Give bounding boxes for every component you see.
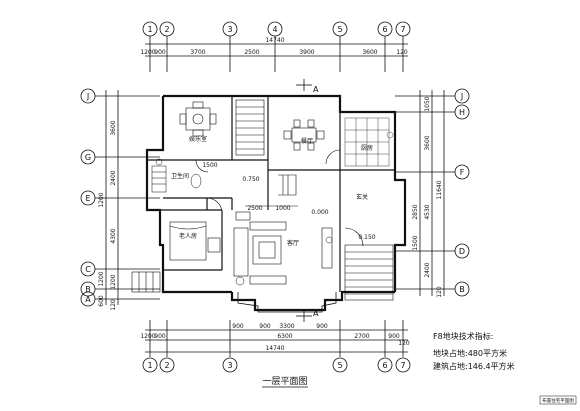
dim-top: 3600	[362, 49, 377, 56]
inner-dim: 1500	[202, 162, 217, 169]
dim-bottom: 2700	[354, 333, 369, 340]
axis-label-bottom: 3	[227, 361, 232, 370]
axis-bubble-bottom	[222, 357, 238, 373]
axis-label-top: 4	[272, 25, 277, 34]
kitchen-tile	[344, 117, 394, 167]
dim-right: 11640	[436, 180, 443, 199]
axis-label-left: J	[86, 92, 89, 101]
room-label-living: 客厅	[287, 239, 299, 247]
living-sofa-set	[233, 211, 333, 285]
dim-right: 2400	[424, 262, 431, 277]
inner-dim: 0.750	[242, 176, 259, 183]
dim-bottom: 900	[259, 323, 271, 330]
dim-right: 3600	[424, 135, 431, 150]
section-mark-bottom: A	[313, 309, 319, 318]
stamp-text: 布置住宅平面图	[542, 397, 574, 404]
axis-label-bottom: 7	[400, 361, 405, 370]
room-label-kitchen: 厨房	[361, 144, 373, 152]
axis-label-left: E	[85, 194, 90, 203]
axis-label-right: J	[460, 92, 463, 101]
axis-label-top: 2	[164, 25, 169, 34]
dim-left: 600	[98, 295, 105, 307]
axis-label-left: C	[85, 265, 91, 274]
stairs-entry	[344, 244, 394, 301]
stamp-box	[539, 395, 577, 405]
inner-dim: 0.150	[358, 234, 375, 241]
axis-label-right: D	[459, 247, 465, 256]
axis-bubble-bottom	[395, 357, 411, 373]
dim-left: 3600	[110, 120, 117, 135]
dim-top: 2500	[244, 49, 259, 56]
axis-bubble-bottom	[142, 357, 158, 373]
section-mark-top: A	[313, 85, 319, 94]
axis-label-right: B	[459, 285, 465, 294]
dim-right: 4530	[424, 204, 431, 219]
dim-bottom: 6300	[277, 333, 292, 340]
dim-top: 1200	[140, 49, 155, 56]
axis-label-bottom: 1	[147, 361, 152, 370]
dim-bottom: 3300	[279, 323, 294, 330]
dim-right: 120	[436, 286, 443, 298]
dim-left: 1200	[110, 274, 117, 289]
exterior-walls	[145, 94, 407, 312]
dim-left: 1200	[98, 271, 105, 286]
room-label-study: 娱乐室	[189, 135, 207, 143]
dim-left: 1200	[98, 192, 105, 207]
axis-bubble-bottom	[159, 357, 175, 373]
dim-top: 120	[396, 49, 408, 56]
axis-label-left: G	[85, 153, 91, 162]
room-label-foyer: 玄关	[356, 193, 368, 201]
dim-bottom: 900	[232, 323, 244, 330]
axis-label-top: 7	[400, 25, 405, 34]
dim-bottom: 900	[316, 323, 328, 330]
specs-build-area: 建筑占地:146.4平方米	[433, 361, 515, 371]
inner-dim: 1000	[275, 205, 290, 212]
dim-top: 900	[154, 49, 166, 56]
axis-label-right: H	[459, 108, 465, 117]
interior-walls	[147, 96, 395, 292]
dim-right: 2850	[412, 204, 419, 219]
axis-label-right: F	[460, 168, 465, 177]
dim-total-top: 14740	[265, 37, 284, 44]
dim-total-bottom: 14740	[265, 345, 284, 352]
axis-label-top: 1	[147, 25, 152, 34]
dining-table	[283, 119, 325, 151]
axis-bubble-bottom	[332, 357, 348, 373]
elder-room-bed	[169, 221, 221, 261]
dim-left: 4300	[110, 228, 117, 243]
drawing-title: 一层平面图	[262, 376, 307, 387]
axis-label-left: B	[85, 285, 91, 294]
study-table	[179, 101, 217, 137]
axis-label-top: 5	[337, 25, 342, 34]
stairs-side	[131, 271, 161, 293]
door-swings	[195, 149, 364, 247]
dim-right: 1050	[424, 96, 431, 111]
stairs-upper	[235, 99, 265, 156]
axis-label-bottom: 5	[337, 361, 342, 370]
axis-label-left: A	[85, 295, 91, 304]
dim-bottom: 120	[398, 340, 410, 347]
axis-label-bottom: 2	[164, 361, 169, 370]
dim-top: 3900	[299, 49, 314, 56]
dim-left: 120	[110, 299, 117, 311]
room-label-elder: 老人房	[179, 232, 197, 240]
specs-title: F8地块技术指标:	[433, 331, 493, 341]
specs-site-area: 地块占地:480平方米	[433, 348, 507, 358]
dim-left: 2400	[110, 170, 117, 185]
room-label-dining: 餐厅	[301, 137, 313, 145]
dim-bottom: 900	[154, 333, 166, 340]
inner-dim: 0.000	[311, 209, 328, 216]
dim-bottom: 1200	[140, 333, 155, 340]
dim-bottom: 900	[388, 333, 400, 340]
axis-label-top: 6	[382, 25, 387, 34]
axis-label-top: 3	[227, 25, 232, 34]
bathroom-fixtures	[151, 158, 202, 193]
inner-dim: 2500	[247, 205, 262, 212]
axis-label-bottom: 6	[382, 361, 387, 370]
axis-bubble-bottom	[377, 357, 393, 373]
room-label-bath: 卫生间	[171, 172, 189, 180]
dim-right: 1500	[412, 235, 419, 250]
dim-top: 3700	[190, 49, 205, 56]
